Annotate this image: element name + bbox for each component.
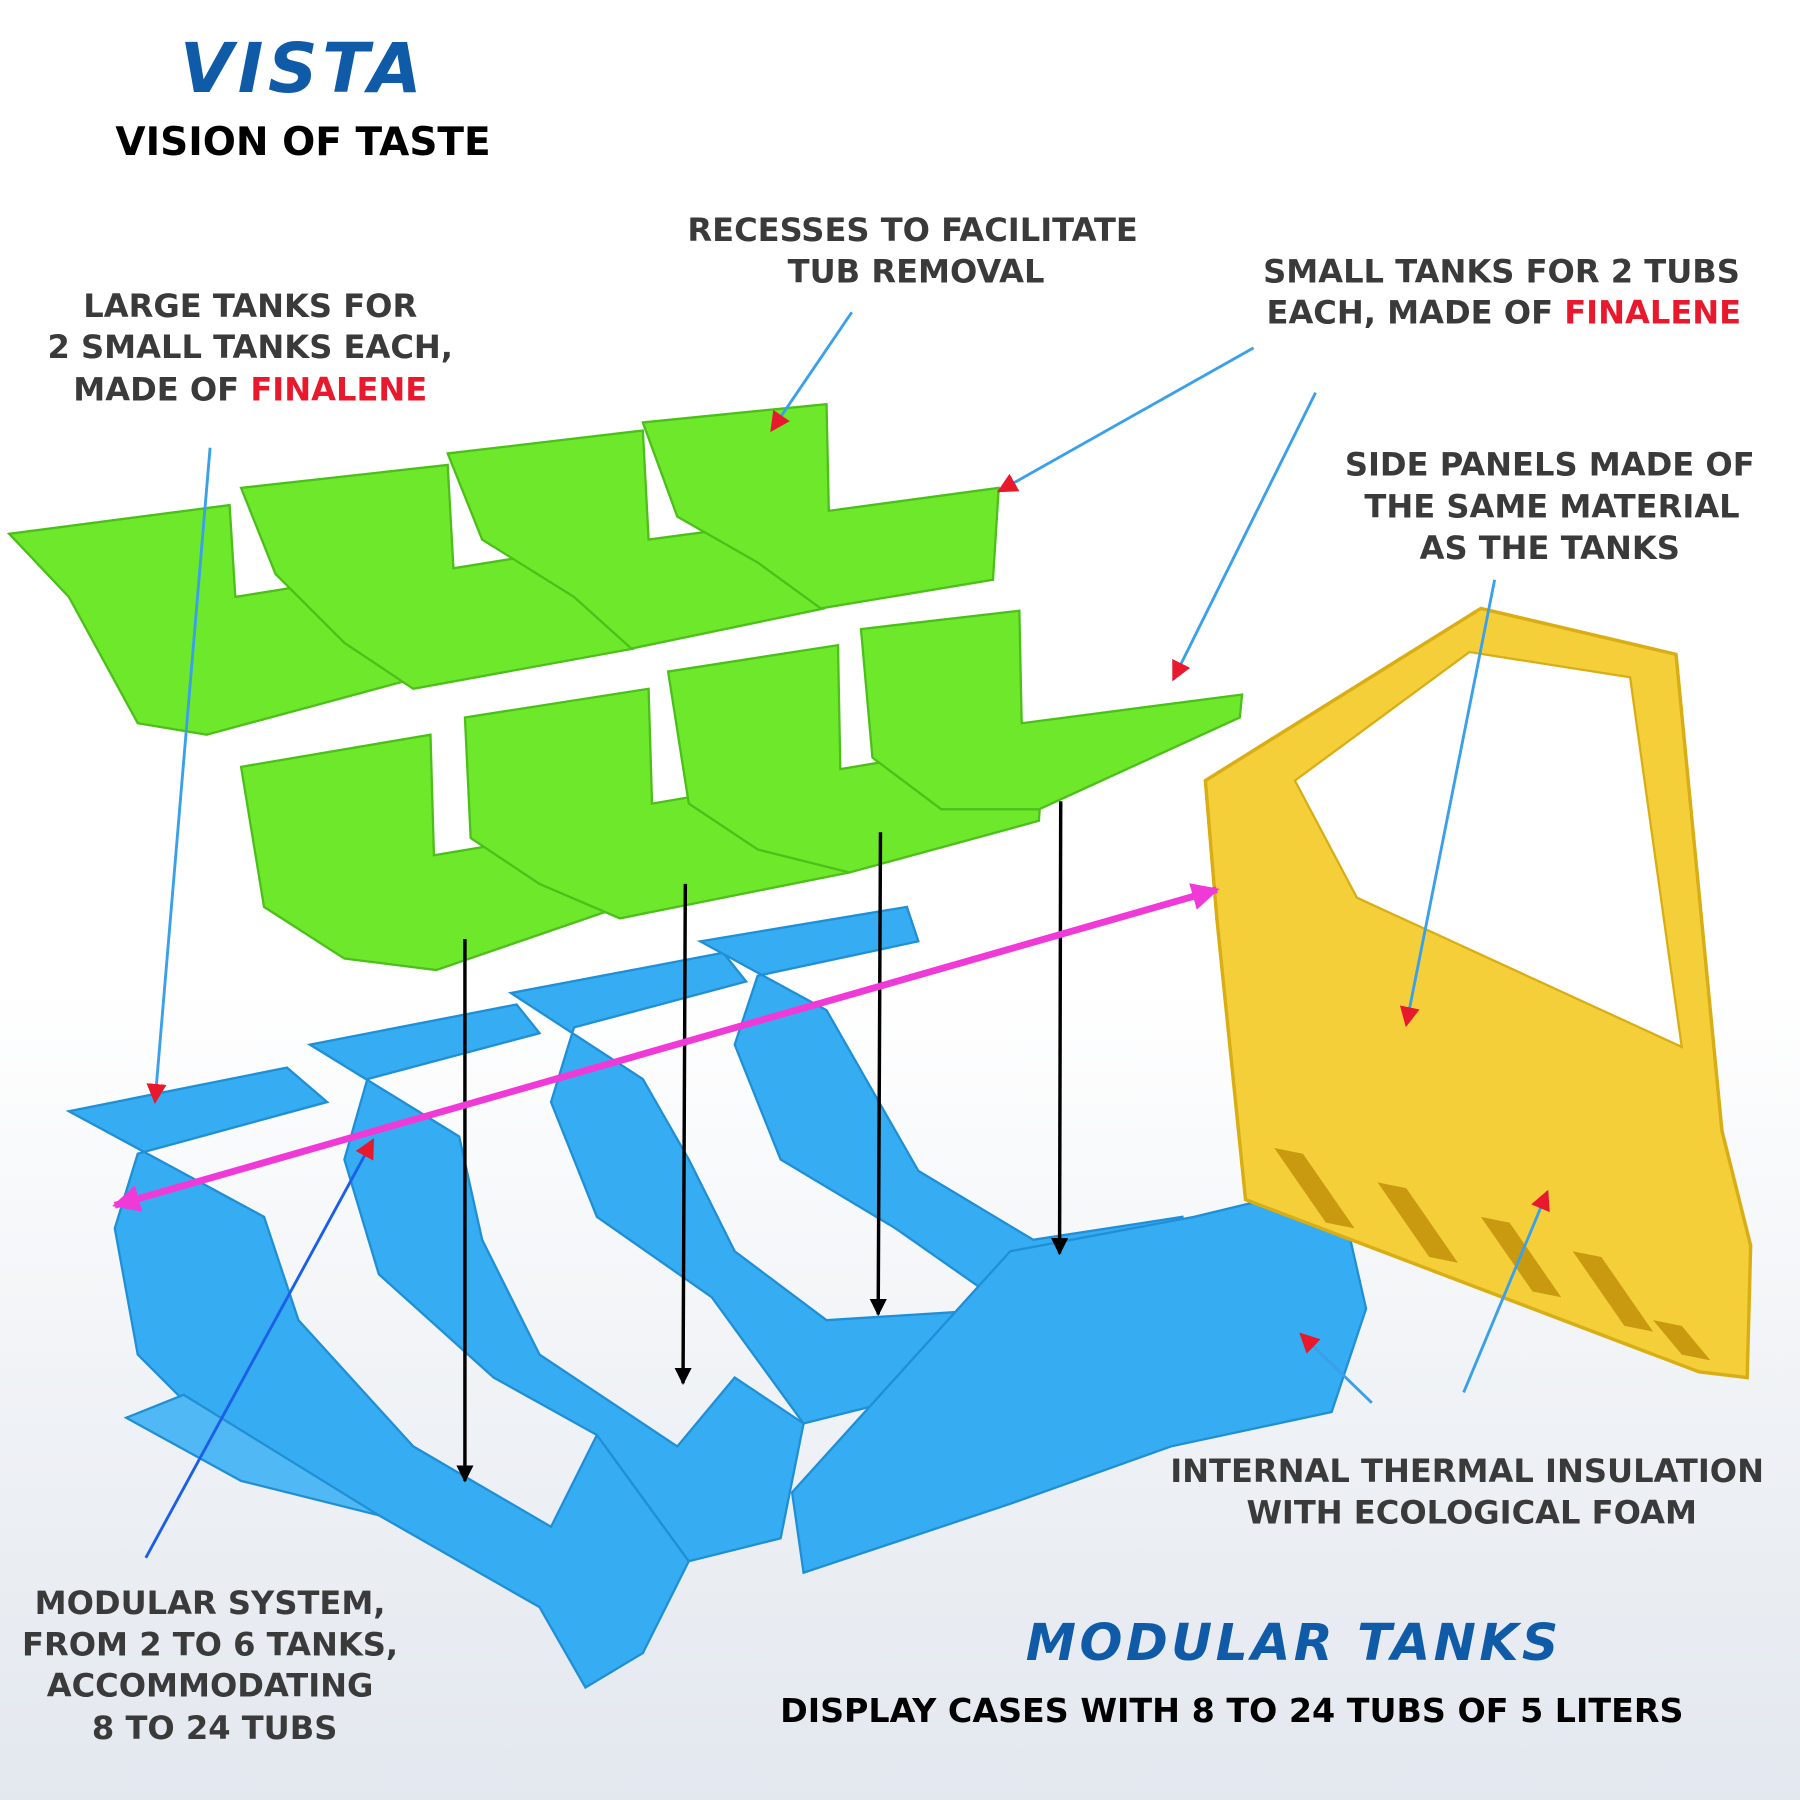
vista-logo: VISTA	[180, 29, 426, 109]
large-green-tanks-top-row	[6, 402, 1000, 736]
tagline: VISION OF TASTE	[115, 120, 490, 165]
svg-text:LARGE TANKS FOR: LARGE TANKS FOR	[83, 287, 417, 325]
svg-text:WITH ECOLOGICAL FOAM: WITH ECOLOGICAL FOAM	[1246, 1493, 1696, 1531]
yellow-side-panel	[1203, 606, 1753, 1380]
svg-text:THE SAME MATERIAL: THE SAME MATERIAL	[1364, 488, 1739, 526]
blue-modular-tanks	[65, 905, 1368, 1690]
finalene-highlight: FINALENE	[1564, 294, 1741, 332]
label-side-panels: SIDE PANELS MADE OF THE SAME MATERIAL AS…	[1345, 445, 1755, 567]
svg-text:SIDE PANELS MADE OF: SIDE PANELS MADE OF	[1345, 445, 1755, 483]
label-insulation: INTERNAL THERMAL INSULATION WITH ECOLOGI…	[1170, 1452, 1764, 1531]
finalene-highlight: FINALENE	[250, 371, 427, 409]
svg-text:2 SMALL TANKS EACH,: 2 SMALL TANKS EACH,	[48, 328, 453, 366]
svg-text:AS THE TANKS: AS THE TANKS	[1420, 529, 1680, 567]
svg-text:MADE OF FINALENE: MADE OF FINALENE	[73, 371, 427, 409]
label-large-tanks: LARGE TANKS FOR 2 SMALL TANKS EACH, MADE…	[48, 287, 453, 409]
svg-text:ACCOMMODATING: ACCOMMODATING	[47, 1667, 374, 1705]
svg-text:MODULAR SYSTEM,: MODULAR SYSTEM,	[35, 1584, 386, 1622]
svg-text:RECESSES TO FACILITATE: RECESSES TO FACILITATE	[687, 211, 1137, 249]
svg-text:TUB REMOVAL: TUB REMOVAL	[788, 252, 1045, 290]
width-arrow	[112, 883, 1220, 1212]
label-modular-system: MODULAR SYSTEM, FROM 2 TO 6 TANKS, ACCOM…	[22, 1584, 398, 1747]
display-cases-subtitle: DISPLAY CASES WITH 8 TO 24 TUBS OF 5 LIT…	[780, 1691, 1683, 1730]
modular-tanks-title: MODULAR TANKS	[1026, 1613, 1562, 1672]
svg-text:8 TO 24 TUBS: 8 TO 24 TUBS	[92, 1709, 337, 1747]
svg-text:SMALL TANKS FOR 2 TUBS: SMALL TANKS FOR 2 TUBS	[1263, 252, 1740, 290]
callout-lines	[144, 311, 1550, 1559]
svg-text:INTERNAL THERMAL INSULATION: INTERNAL THERMAL INSULATION	[1170, 1452, 1764, 1490]
label-small-tanks: SMALL TANKS FOR 2 TUBS EACH, MADE OF FIN…	[1263, 252, 1741, 331]
svg-text:FROM 2 TO 6 TANKS,: FROM 2 TO 6 TANKS,	[22, 1625, 398, 1663]
svg-text:EACH, MADE OF FINALENE: EACH, MADE OF FINALENE	[1267, 294, 1742, 332]
label-recesses: RECESSES TO FACILITATE TUB REMOVAL	[687, 211, 1137, 290]
